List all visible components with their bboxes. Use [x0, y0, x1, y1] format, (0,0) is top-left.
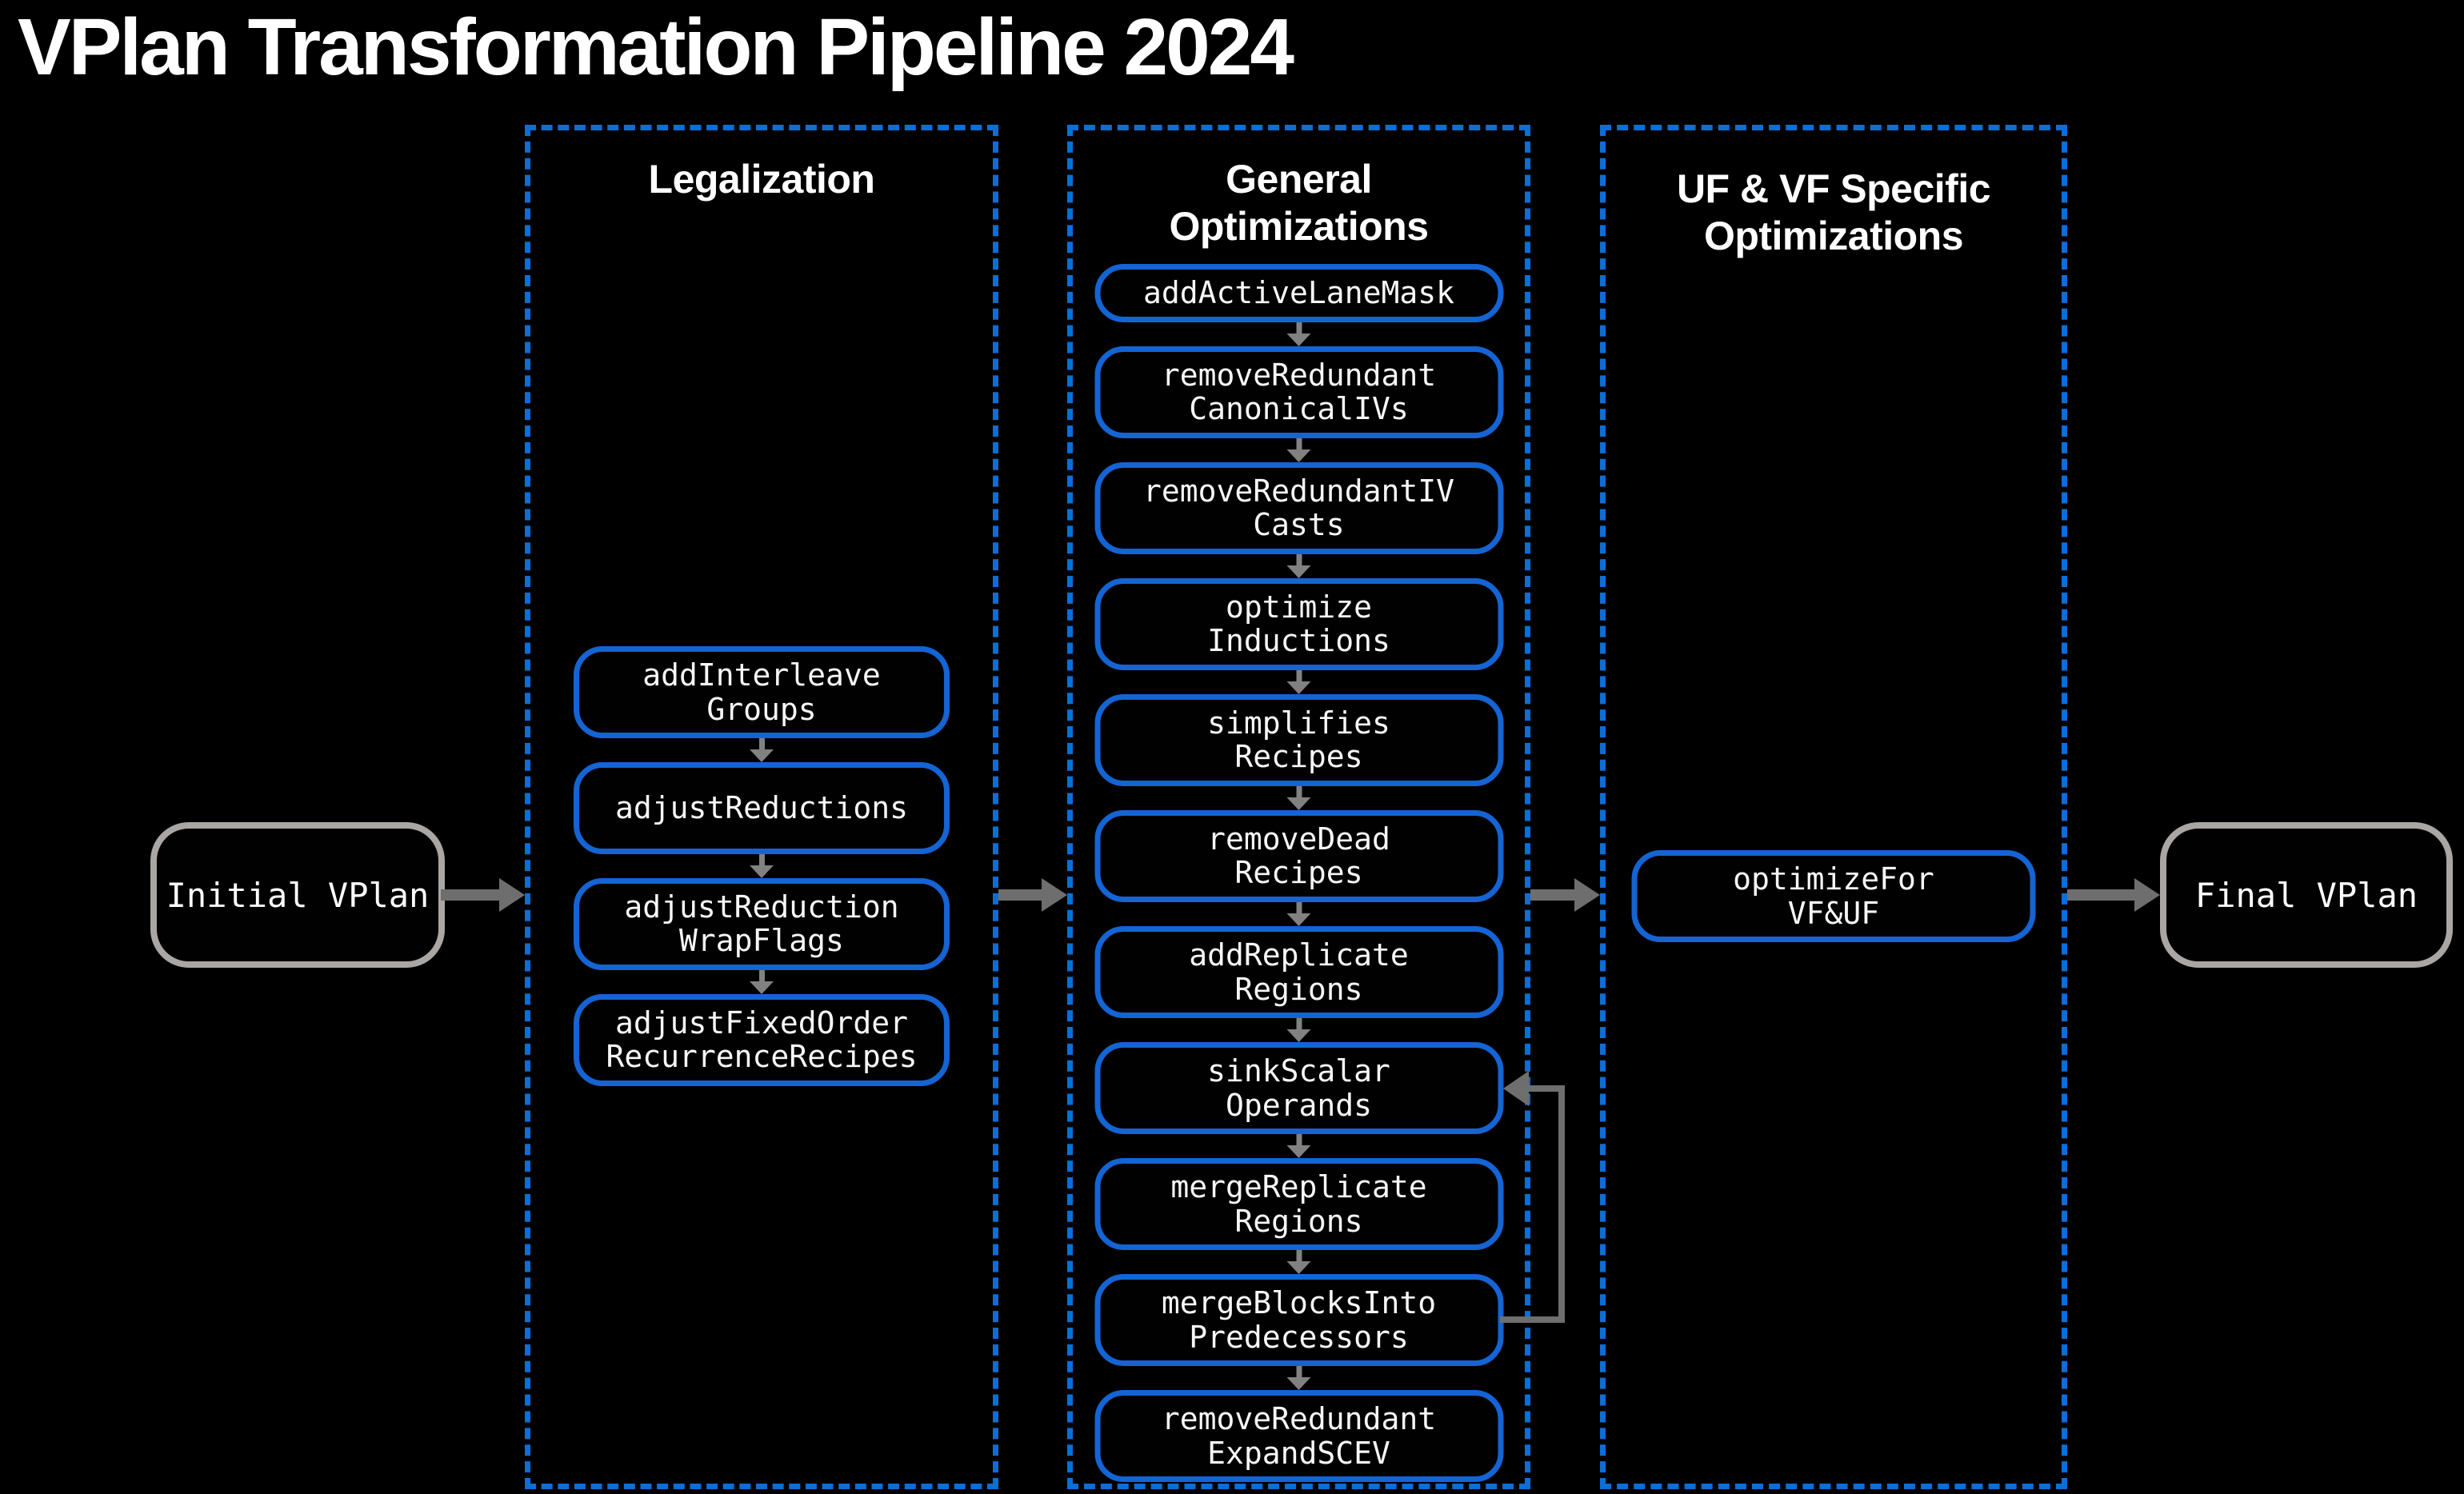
arrow-right-icon [2134, 878, 2160, 912]
feedback-loop-arrow-left-icon [1503, 1071, 1529, 1106]
down-arrow-icon [1286, 1366, 1311, 1391]
legalization-column: Legalization addInterleave Groups adjust… [525, 125, 998, 1489]
ufvf-optimizations-column: UF & VF Specific Optimizations optimizeF… [1600, 125, 2067, 1489]
general-optimizations-column: General Optimizations addActiveLaneMask … [1067, 125, 1530, 1489]
step-sinkScalarOperands: sinkScalar Operands [1094, 1042, 1503, 1135]
step-addReplicateRegions: addReplicate Regions [1094, 926, 1503, 1019]
ufvf-optimizations-steps: optimizeFor VF&UF [1631, 850, 2036, 943]
step-simplifiesRecipes: simplifies Recipes [1094, 693, 1503, 786]
step-mergeBlocksIntoPredecessors: mergeBlocksInto Predecessors [1094, 1274, 1503, 1367]
down-arrow-icon [1286, 322, 1311, 346]
initial-vplan-node: Initial VPlan [150, 822, 445, 968]
step-removeDeadRecipes: removeDead Recipes [1094, 809, 1503, 903]
arrow-stem [998, 889, 1042, 901]
step-addActiveLaneMask: addActiveLaneMask [1094, 264, 1503, 322]
down-arrow-icon [750, 969, 774, 994]
step-removeRedundantCanonicalIVs: removeRedundant CanonicalIVs [1094, 346, 1503, 438]
feedback-loop-bottom-segment [1500, 1316, 1565, 1323]
step-removeRedundantExpandSCEV: removeRedundant ExpandSCEV [1094, 1390, 1503, 1483]
down-arrow-icon [1286, 1134, 1311, 1159]
step-mergeReplicateRegions: mergeReplicate Regions [1094, 1158, 1503, 1251]
down-arrow-icon [750, 853, 774, 878]
arrow-right-icon [499, 878, 525, 912]
column-header-general-optimizations: General Optimizations [1169, 157, 1429, 249]
flow-arrow-general-to-ufvf [1530, 878, 1600, 912]
down-arrow-icon [750, 738, 774, 763]
general-optimizations-steps: addActiveLaneMask removeRedundant Canoni… [1094, 264, 1503, 1483]
step-adjustReductions: adjustReductions [574, 762, 950, 854]
down-arrow-icon [1286, 669, 1311, 694]
arrow-right-icon [1574, 878, 1600, 912]
step-optimizeInductions: optimize Inductions [1094, 577, 1503, 670]
down-arrow-icon [1286, 553, 1311, 578]
down-arrow-icon [1286, 1018, 1311, 1043]
down-arrow-icon [1286, 437, 1311, 462]
step-adjustReductionWrapFlags: adjustReduction WrapFlags [574, 877, 950, 970]
arrow-stem [1530, 889, 1574, 901]
arrow-right-icon [1042, 878, 1067, 912]
down-arrow-icon [1286, 1250, 1311, 1275]
feedback-loop-top-segment [1526, 1085, 1565, 1092]
diagram-title: VPlan Transformation Pipeline 2024 [18, 2, 1294, 92]
arrow-stem [2067, 889, 2134, 901]
final-vplan-node: Final VPlan [2160, 822, 2453, 968]
legalization-steps: addInterleave Groups adjustReductions ad… [574, 646, 950, 1086]
column-header-ufvf-optimizations: UF & VF Specific Optimizations [1676, 166, 1991, 258]
flow-arrow-ufvf-to-final [2067, 878, 2160, 912]
down-arrow-icon [1286, 785, 1311, 810]
flow-arrow-legalization-to-general [998, 878, 1067, 912]
step-removeRedundantIVCasts: removeRedundantIV Casts [1094, 461, 1503, 554]
step-optimizeForVFUF: optimizeFor VF&UF [1631, 850, 2036, 943]
feedback-loop-vertical-segment [1558, 1085, 1565, 1323]
arrow-stem [441, 889, 499, 901]
step-adjustFixedOrderRecurrenceRecipes: adjustFixedOrder RecurrenceRecipes [574, 993, 950, 1086]
step-addInterleaveGroups: addInterleave Groups [574, 646, 950, 739]
down-arrow-icon [1286, 902, 1311, 927]
flow-arrow-initial-to-legalization [441, 878, 525, 912]
column-header-legalization: Legalization [648, 157, 875, 202]
